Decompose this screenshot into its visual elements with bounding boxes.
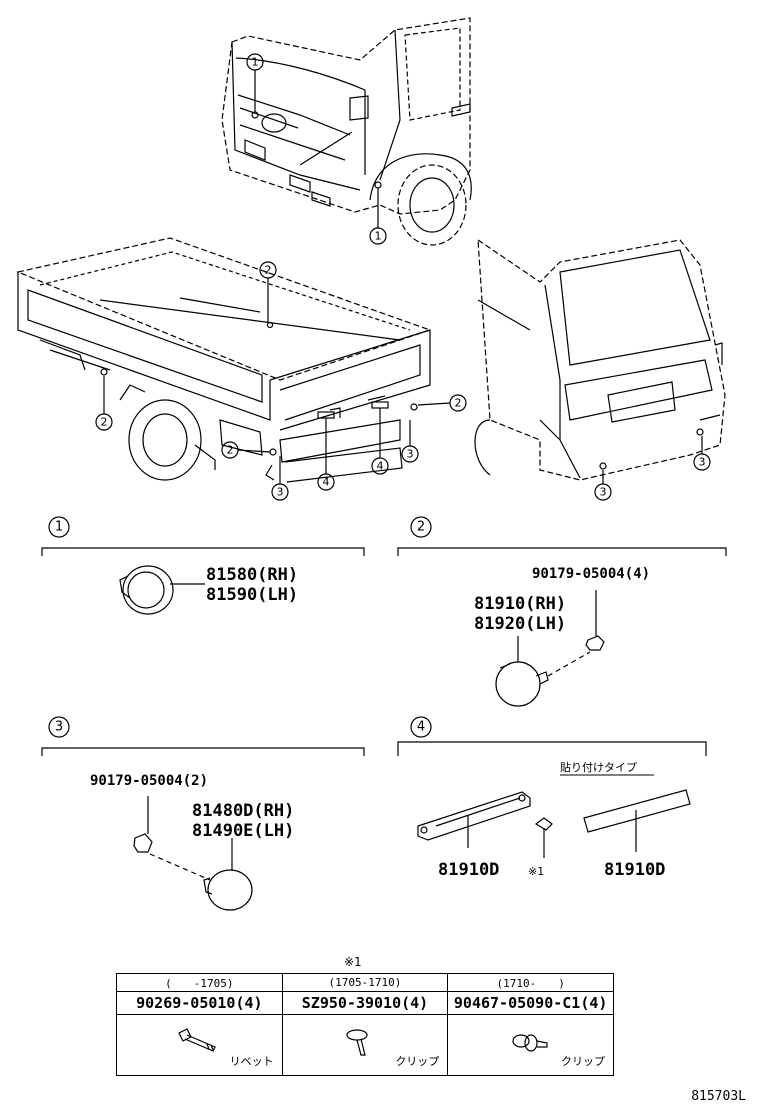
section-1-number: 1 [55,520,63,535]
nut-icon-2 [133,833,153,853]
section-2-number: 2 [417,520,425,535]
part-81580-rh: 81580(RH) [206,565,298,585]
note-ref-mark: ※1 [528,865,544,878]
note-table-mark: ※1 [344,955,362,969]
reflector-strip-adhesive-icon [583,789,691,833]
figure-id: 815703L [691,1089,746,1104]
partno-col-1: 90269-05010(4) [116,991,283,1015]
pic-col-2: クリップ [281,1014,449,1076]
fastener-variant-table: ( -1705) (1705-1710) (1710- ) 90269-0501… [116,973,614,1076]
part-81490e-lh: 81490E(LH) [192,821,294,841]
part-81910d-bracket: 81910D [438,860,499,880]
partno-col-2: SZ950-39010(4) [281,991,449,1015]
callout-3-van-left: 3 [600,486,607,499]
pic-col-3: クリップ [447,1014,614,1076]
callout-4-truck-left: 4 [323,476,330,489]
period-col-3: (1710- ) [447,973,614,992]
callout-1-cab-upper: 1 [252,56,259,69]
callout-2-side: 2 [101,416,108,429]
van-rear-illustration [474,238,726,481]
pic-label-col-3: クリップ [561,1055,605,1068]
callout-4-truck-right: 4 [377,460,384,473]
section-4-number: 4 [417,720,425,735]
callout-2-rear-left: 2 [227,444,234,457]
part-81910d-adhesive: 81910D [604,860,665,880]
reflector-strip-bracket-icon [417,791,531,841]
part-81910-rh: 81910(RH) [474,594,566,614]
period-col-2: (1705-1710) [281,973,449,992]
clip-icon [346,1029,368,1056]
reflector-round-icon [119,565,174,615]
callout-3-truck-left: 3 [277,486,284,499]
reflector-rear-icon [203,869,253,911]
truck-cab-illustration [221,17,472,246]
fastener-90179-05004-2: 90179-05004(2) [90,773,208,789]
pic-label-col-1: リベット [229,1055,274,1068]
fastener-90179-05004-4: 90179-05004(4) [532,566,650,582]
flatbed-truck-illustration [16,237,432,483]
callout-2-bed: 2 [265,264,272,277]
reflector-small-icon [495,651,591,707]
partno-col-3: 90467-05090-C1(4) [447,991,614,1015]
clip-small-icon [534,817,553,858]
part-81590-lh: 81590(LH) [206,585,298,605]
nut-icon [585,635,605,651]
callout-1-cab-lower: 1 [375,230,382,243]
part-81480d-rh: 81480D(RH) [192,801,294,821]
clip-washer-icon [512,1034,548,1052]
pic-label-col-2: クリップ [395,1055,440,1068]
pic-col-1: リベット [116,1014,283,1076]
callout-3-van-right: 3 [699,456,706,469]
section-3-number: 3 [55,720,63,735]
period-col-1: ( -1705) [116,973,283,992]
part-81920-lh: 81920(LH) [474,614,566,634]
callout-2-rear-right: 2 [455,397,462,410]
callout-3-truck-right: 3 [407,448,414,461]
rivet-icon [178,1028,217,1052]
adhesive-type-label: 貼り付けタイプ [560,760,637,774]
